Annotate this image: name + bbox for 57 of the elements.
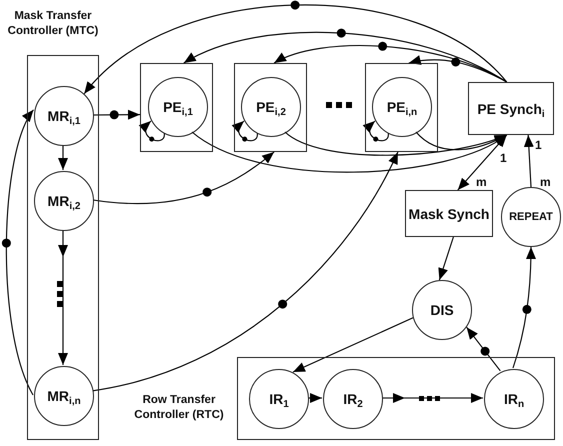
multiplicity-label: 1	[535, 138, 542, 152]
node-label: Mask Synch	[408, 206, 490, 222]
state-circle	[484, 369, 544, 429]
arrow	[524, 134, 534, 188]
self-loop-arrow	[138, 120, 165, 142]
state-circle	[241, 77, 301, 137]
state-circle	[34, 86, 94, 146]
arrow	[93, 110, 140, 120]
group-heading: Mask Transfer Controller (MTC)	[6, 9, 100, 39]
self-loop-arrow	[232, 120, 258, 142]
multiplicity-label: m	[476, 175, 487, 189]
state-circle	[249, 369, 309, 429]
arrow	[84, 0, 508, 94]
arrow	[92, 152, 274, 204]
node-label: IR$_{1}$	[269, 391, 289, 407]
node-label: REPEAT	[509, 211, 553, 223]
arrow	[284, 132, 507, 156]
state-circle	[372, 77, 432, 137]
arrow	[274, 42, 507, 82]
node-label: PE$_{i,n}$	[386, 99, 418, 115]
multiplicity-label: m	[540, 175, 551, 189]
state-circle	[34, 366, 94, 426]
self-loop-arrow	[362, 120, 389, 142]
arrow	[58, 145, 68, 170]
container-box	[234, 63, 307, 152]
arrow	[2, 109, 34, 396]
arrow	[382, 393, 483, 403]
state-circle	[501, 187, 561, 247]
node-label: MR$_{i,n}$	[47, 388, 81, 404]
node-label: PE$_{i,1}$	[163, 99, 193, 115]
node-label: DIS	[430, 302, 454, 318]
container-box	[140, 63, 213, 152]
arrow	[308, 393, 322, 403]
arrow	[438, 236, 454, 280]
process-box	[468, 82, 554, 135]
node-label: MR$_{i,1}$	[48, 108, 80, 124]
arrow	[512, 247, 536, 368]
arrow	[457, 134, 508, 190]
arrow	[92, 152, 398, 392]
node-label: PE Synch$_{i}$	[477, 100, 545, 116]
group-heading: Row Transfer Controller (RTC)	[133, 393, 225, 423]
state-circle	[148, 77, 208, 137]
arrow	[466, 326, 501, 372]
arrow	[408, 56, 507, 82]
arrow	[416, 132, 507, 150]
node-label: IR$_{n}$	[504, 391, 524, 407]
state-circle	[412, 280, 472, 340]
state-circle	[323, 369, 383, 429]
container-box	[365, 63, 438, 152]
node-label: MR$_{i,2}$	[48, 193, 80, 209]
node-label: IR$_{2}$	[343, 391, 363, 407]
arrow	[292, 317, 414, 372]
arrow	[58, 230, 68, 365]
node-label: PE$_{i,2}$	[256, 99, 286, 115]
state-circle	[34, 171, 94, 231]
multiplicity-label: 1	[500, 151, 507, 165]
process-box	[405, 190, 493, 237]
